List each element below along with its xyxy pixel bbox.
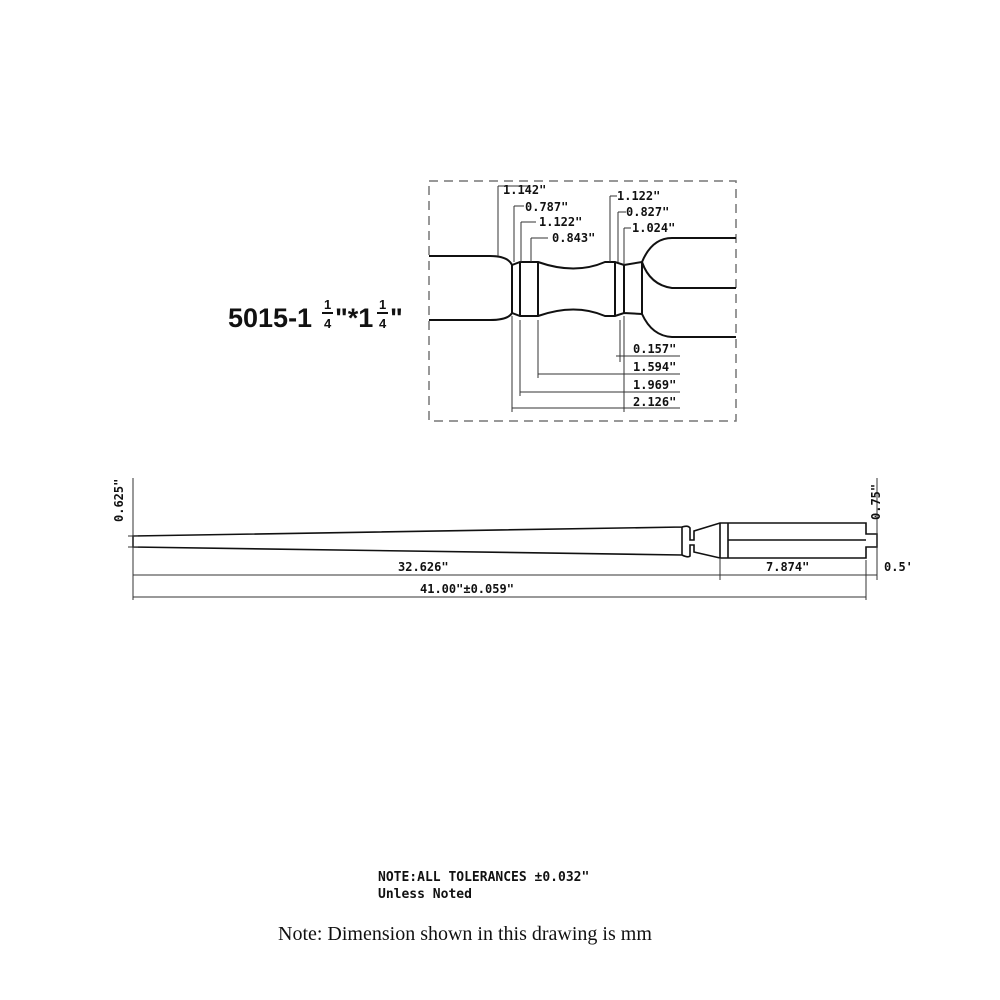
detail-bottom-dims: [511, 316, 680, 412]
dim-1024: 1.024": [632, 221, 675, 235]
dim-1122-b: 1.122": [617, 189, 660, 203]
detail-profile: [429, 237, 736, 338]
main-height-dims: [128, 478, 878, 600]
units-note: Note: Dimension shown in this drawing is…: [278, 923, 652, 945]
detail-view: 1.142" 0.787" 1.122" 0.843" 1.122" 0.827…: [428, 180, 737, 422]
main-length-dims: [133, 574, 877, 598]
svg-text:4: 4: [379, 316, 387, 331]
dim-1969: 1.969": [633, 378, 676, 392]
dim-2126: 2.126": [633, 395, 676, 409]
baluster-body: [132, 522, 878, 559]
notes: NOTE:ALL TOLERANCES ±0.032" Unless Noted…: [278, 870, 652, 945]
dim-0157: 0.157": [633, 342, 676, 356]
svg-text:1: 1: [379, 297, 386, 312]
dim-075: 0.75": [869, 484, 883, 520]
unless-noted: Unless Noted: [378, 887, 472, 902]
dim-7874: 7.874": [766, 560, 809, 574]
dim-1142: 1.142": [503, 183, 546, 197]
tolerance-note: NOTE:ALL TOLERANCES ±0.032": [378, 870, 589, 885]
dim-0827: 0.827": [626, 205, 669, 219]
dim-0625: 0.625": [112, 479, 126, 522]
dim-0787: 0.787": [525, 200, 568, 214]
detail-frame: [428, 180, 737, 422]
detail-top-leaders: [497, 185, 631, 265]
svg-text:1: 1: [324, 297, 331, 312]
svg-text:"*1: "*1: [335, 303, 373, 333]
dim-overall: 41.00"±0.059": [420, 582, 514, 596]
svg-text:4: 4: [324, 316, 332, 331]
dim-1594: 1.594": [633, 360, 676, 374]
dim-05: 0.5': [884, 560, 913, 574]
svg-text:": ": [390, 303, 403, 333]
main-view: 0.625" 0.75" 32.626" 7.874" 0.5' 41.00"±…: [112, 478, 913, 600]
dim-1122-a: 1.122": [539, 215, 582, 229]
part-number: 5015-1 1 4 "*1 1 4 ": [228, 297, 403, 333]
dim-32626: 32.626": [398, 560, 449, 574]
dim-0843: 0.843": [552, 231, 595, 245]
svg-text:5015-1: 5015-1: [228, 303, 312, 333]
